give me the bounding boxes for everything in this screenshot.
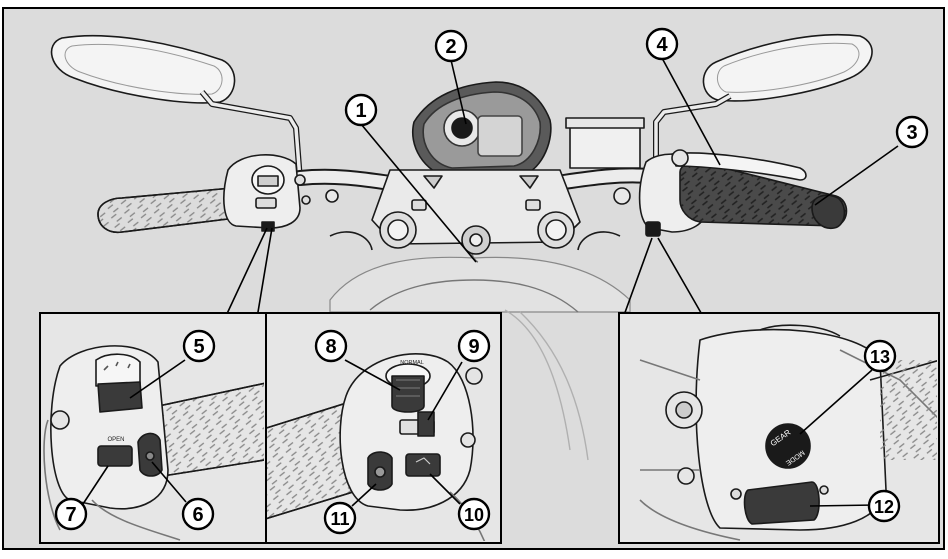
callout-8: 8 <box>314 329 348 363</box>
callout-number-11: 11 <box>330 509 349 529</box>
callout-2: 2 <box>434 29 468 63</box>
callout-7: 7 <box>54 497 88 531</box>
callout-circle-3 <box>895 115 929 149</box>
normal-label: NORMAL <box>400 360 424 366</box>
callout-number-7: 7 <box>65 504 76 526</box>
callout-number-6: 6 <box>192 504 203 526</box>
callout-circle-2 <box>434 29 468 63</box>
callout-number-2: 2 <box>445 36 456 58</box>
callout-3: 3 <box>895 115 929 149</box>
callout-circle-6 <box>181 497 215 531</box>
callout-number-13: 13 <box>870 347 890 367</box>
callout-number-10: 10 <box>464 505 484 525</box>
callout-10: 10 <box>457 497 491 531</box>
callout-9: 9 <box>457 329 491 363</box>
callout-circle-9 <box>457 329 491 363</box>
leader-lines-insets <box>82 359 877 507</box>
callout-4: 4 <box>645 27 679 61</box>
callout-13: 13 <box>863 339 897 373</box>
callout-6: 6 <box>181 497 215 531</box>
callout-number-8: 8 <box>325 336 336 358</box>
callout-circle-12 <box>867 489 901 523</box>
callout-circle-13 <box>863 339 897 373</box>
callout-circle-10 <box>457 497 491 531</box>
callout-1: 1 <box>344 93 378 127</box>
callout-circle-1 <box>344 93 378 127</box>
open-label: OPEN <box>107 437 124 443</box>
callout-number-3: 3 <box>906 122 917 144</box>
callout-circle-11 <box>323 501 357 535</box>
callout-number-4: 4 <box>656 34 668 56</box>
callout-circle-4 <box>645 27 679 61</box>
motorcycle-overview <box>50 33 873 461</box>
callout-5: 5 <box>182 329 216 363</box>
callout-number-9: 9 <box>468 336 479 358</box>
callout-circle-7 <box>54 497 88 531</box>
callout-circle-8 <box>314 329 348 363</box>
callout-number-1: 1 <box>355 100 366 122</box>
callout-11: 11 <box>323 501 357 535</box>
callout-circle-5 <box>182 329 216 363</box>
leader-lines-main <box>224 57 899 319</box>
callout-12: 12 <box>867 489 901 523</box>
callout-number-5: 5 <box>193 336 204 358</box>
callout-number-12: 12 <box>874 497 894 517</box>
